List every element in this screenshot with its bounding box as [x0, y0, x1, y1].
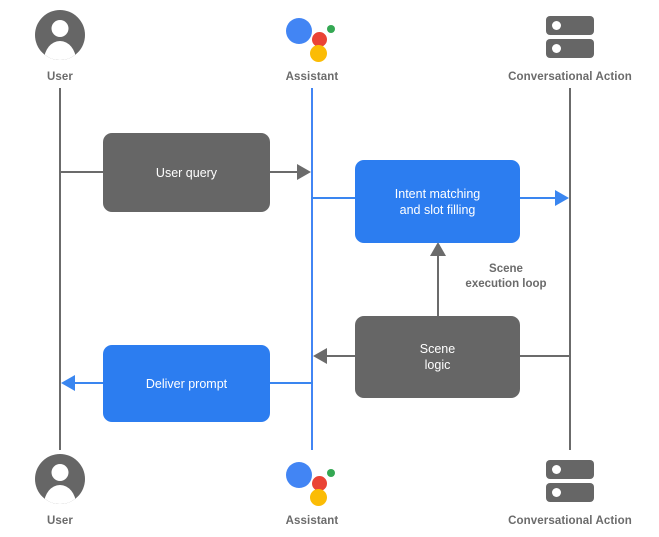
actor-user-top: User [0, 8, 140, 84]
lifeline-user [59, 88, 61, 450]
arrow-scene-logic-to-intent-matching [430, 242, 446, 256]
assistant-dot-red-icon [312, 32, 327, 47]
server-led-icon [552, 21, 561, 30]
connector-intent-matching-to-conversational-action [519, 197, 557, 199]
server-led-icon [552, 465, 561, 474]
connector-user-query-to-assistant [269, 171, 299, 173]
server-unit-bottom [546, 483, 594, 502]
node-label-deliver-prompt: Deliver prompt [145, 376, 228, 391]
user-avatar-icon [20, 8, 100, 64]
arrow-intent-matching-to-conversational-action [555, 190, 569, 206]
actor-label-conversational-action-bottom: Conversational Action [508, 515, 632, 527]
node-label-scene-logic-line2: logic [424, 358, 451, 372]
node-user-query: User query [103, 133, 270, 212]
actor-conversational-action-top: Conversational Action [490, 8, 650, 84]
connector-scene-logic-to-assistant [327, 355, 357, 357]
arrow-scene-logic-to-assistant [313, 348, 327, 364]
node-deliver-prompt: Deliver prompt [103, 345, 270, 422]
actor-label-user-bottom: User [47, 515, 73, 527]
server-led-icon [552, 488, 561, 497]
actor-label-user-top: User [47, 71, 73, 83]
connector-assistant-to-intent-matching [311, 197, 357, 199]
arrow-deliver-prompt-to-user [61, 375, 75, 391]
avatar-head [51, 20, 69, 37]
node-intent-matching-and-slot-filling: Intent matching and slot filling [355, 160, 520, 243]
assistant-dot-red-icon [312, 476, 327, 491]
avatar [35, 454, 85, 504]
actor-label-assistant-top: Assistant [285, 71, 339, 83]
node-label-intent-matching-line2: and slot filling [399, 202, 476, 217]
server-led-icon [552, 44, 561, 53]
node-scene-logic: Scene logic [355, 316, 520, 398]
avatar-head [51, 464, 69, 481]
actor-assistant-bottom: Assistant [232, 452, 392, 528]
connector-conversational-action-to-scene-logic [519, 355, 571, 357]
avatar-body [44, 485, 76, 504]
assistant-logo [286, 12, 338, 62]
actor-assistant-top: Assistant [232, 8, 392, 84]
actor-conversational-action-bottom: Conversational Action [490, 452, 650, 528]
node-label-user-query: User query [155, 165, 218, 180]
server-unit-top [546, 16, 594, 35]
assistant-dot-green-icon [327, 469, 335, 477]
assistant-dot-green-icon [327, 25, 335, 33]
connector-deliver-prompt-to-user [75, 382, 105, 384]
node-label-intent-matching-line1: Intent matching [394, 186, 481, 201]
arrow-user-query-to-assistant [297, 164, 311, 180]
connector-scene-logic-to-intent-matching [437, 254, 439, 316]
server-stack [546, 460, 594, 504]
connector-user-to-user-query [59, 171, 105, 173]
actor-label-conversational-action-top: Conversational Action [508, 71, 632, 83]
google-assistant-logo-icon [272, 452, 352, 508]
scene-execution-loop-line1: Scene [489, 263, 523, 275]
lifeline-conversational-action [569, 88, 571, 450]
avatar-body [44, 41, 76, 60]
node-label-scene-logic-line1: Scene [419, 342, 456, 356]
assistant-dot-yellow-icon [310, 45, 327, 62]
server-unit-top [546, 460, 594, 479]
server-icon [530, 452, 610, 508]
lifeline-assistant [311, 88, 313, 450]
server-stack [546, 16, 594, 60]
server-icon [530, 8, 610, 64]
assistant-dot-blue-icon [286, 18, 312, 44]
connector-assistant-to-deliver-prompt [269, 382, 313, 384]
user-avatar-icon [20, 452, 100, 508]
scene-execution-loop-label: Scene execution loop [441, 262, 571, 292]
server-unit-bottom [546, 39, 594, 58]
assistant-dot-blue-icon [286, 462, 312, 488]
assistant-dot-yellow-icon [310, 489, 327, 506]
actor-user-bottom: User [0, 452, 140, 528]
scene-execution-loop-line2: execution loop [465, 278, 547, 290]
assistant-logo [286, 456, 338, 506]
avatar [35, 10, 85, 60]
google-assistant-logo-icon [272, 8, 352, 64]
actor-label-assistant-bottom: Assistant [285, 515, 339, 527]
